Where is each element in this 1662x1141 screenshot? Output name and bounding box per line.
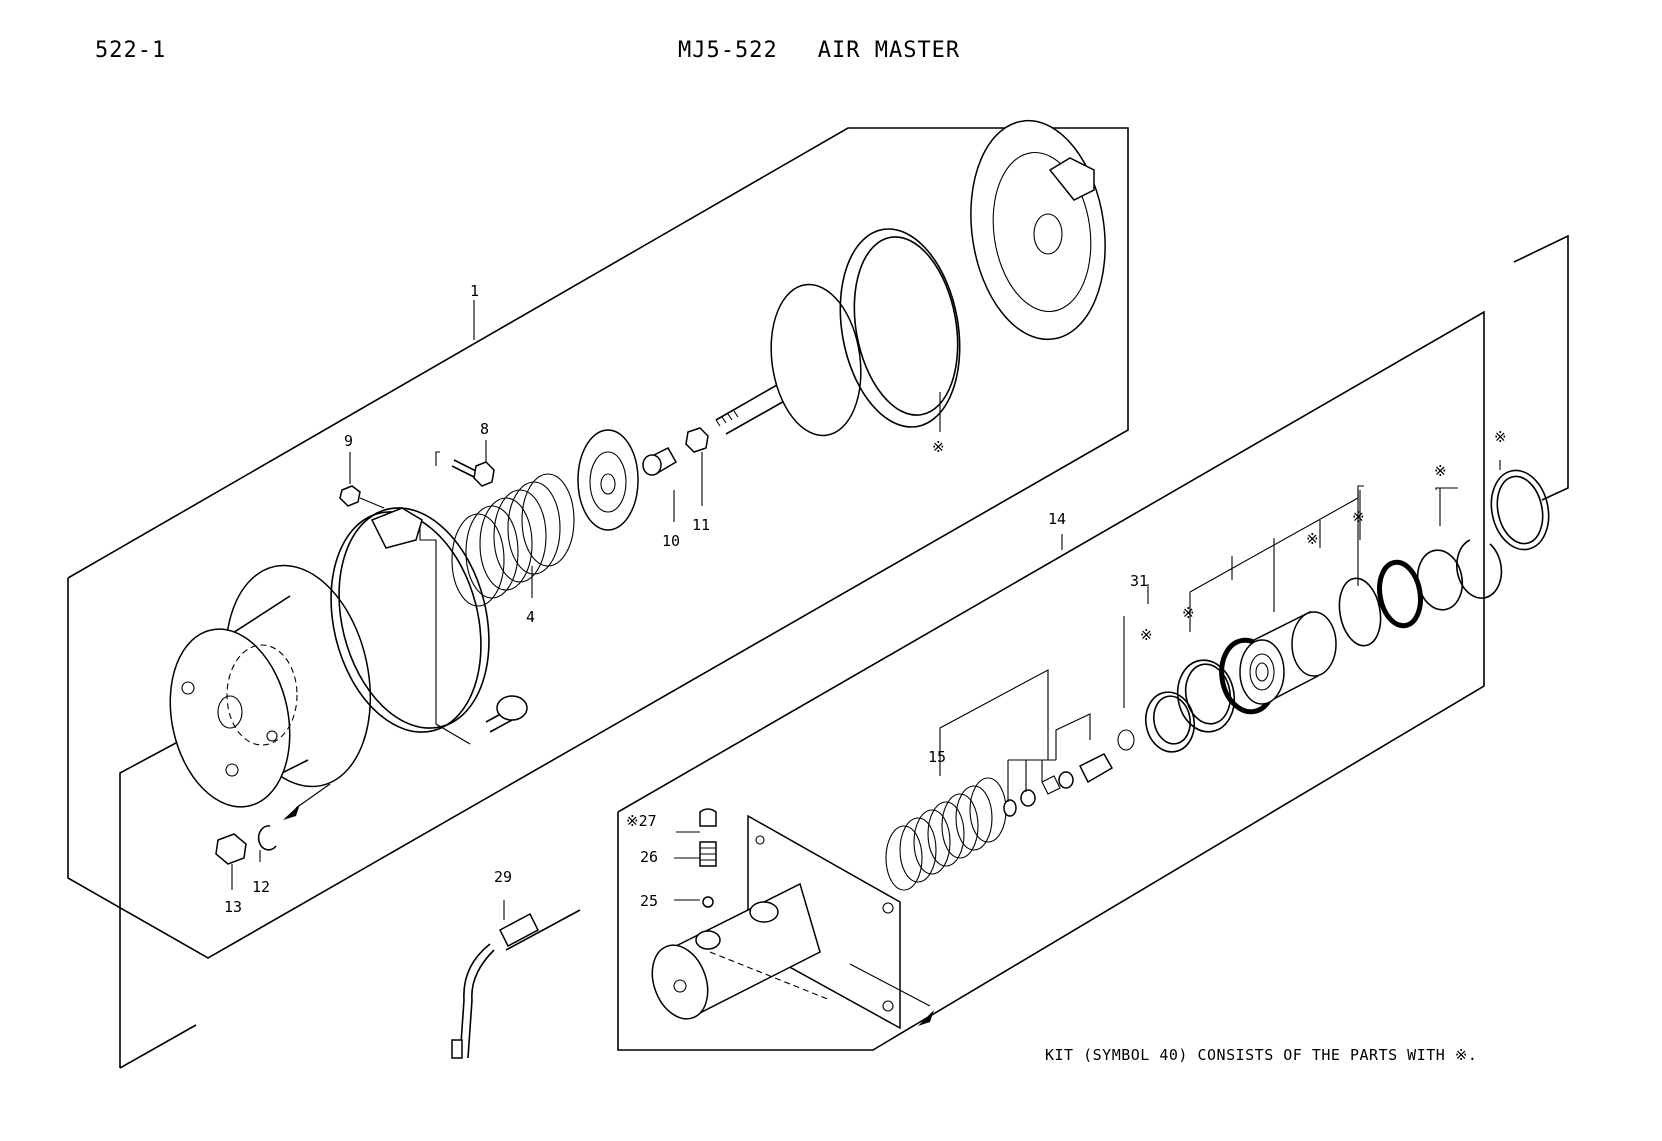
kit-footnote: KIT (SYMBOL 40) CONSISTS OF THE PARTS WI… — [1045, 1046, 1478, 1064]
callout-12: 12 — [252, 878, 270, 896]
front-housing — [169, 564, 372, 808]
lower-bolt — [485, 695, 528, 733]
o-ring-a-inner — [1184, 663, 1232, 725]
callout-29: 29 — [494, 868, 512, 886]
rear-cover — [970, 119, 1106, 341]
e-clip-12 — [257, 825, 277, 851]
spring-15 — [885, 777, 1007, 891]
diaphragm-gasket — [839, 228, 961, 428]
ring-31 — [1144, 691, 1196, 753]
kit-mark-seal-c: ※ — [1306, 530, 1319, 548]
ring-31-inner — [1152, 695, 1192, 745]
assembly-name: AIR MASTER — [817, 38, 961, 63]
callout-31: 31 — [1130, 572, 1148, 590]
seal-f — [1490, 469, 1550, 551]
washer-e — [1416, 549, 1464, 611]
model-code: MJ5-522 — [678, 38, 778, 63]
o-ring-a — [1176, 659, 1236, 733]
sensor-29 — [451, 909, 581, 1059]
seal-f-inner — [1496, 475, 1544, 545]
piston-plate — [577, 429, 639, 531]
kit-mark-oring-a: ※ — [1182, 604, 1195, 622]
leader-lines-14 — [503, 460, 1501, 1026]
callout-10: 10 — [662, 532, 680, 550]
cap-10 — [642, 447, 678, 476]
leader-lines-1 — [231, 300, 941, 890]
ball-25 — [702, 896, 714, 908]
callout-13: 13 — [224, 898, 242, 916]
piston-sleeve — [1239, 610, 1337, 706]
callout-25: 25 — [640, 892, 658, 910]
kit-mark-gasket: ※ — [932, 438, 945, 456]
callout-14: 14 — [1048, 510, 1066, 528]
callout-9: 9 — [344, 432, 353, 450]
callout-27: ※27 — [626, 812, 657, 830]
nut-9 — [339, 485, 361, 507]
leader-bracket-left-bottom — [119, 1024, 197, 1069]
kit-mark-seal-d: ※ — [1352, 508, 1365, 526]
kit-mark-seal-f: ※ — [1494, 428, 1507, 446]
valve-small-parts — [1003, 729, 1135, 817]
fitting-26 — [699, 841, 717, 867]
page-title: MJ5-522 AIR MASTER — [678, 38, 1000, 63]
bolt-8 — [451, 459, 495, 487]
nut-11 — [685, 427, 709, 453]
filter-27 — [699, 808, 717, 827]
cylinder-body — [651, 814, 901, 1030]
page-code: 522-1 — [95, 38, 167, 63]
callout-15: 15 — [928, 748, 946, 766]
assembly-14-boundary — [617, 310, 1485, 1051]
callout-11: 11 — [692, 516, 710, 534]
callout-labels: 1 9 8 4 10 11 12 13 14 15 31 25 26 ※27 2… — [224, 282, 1507, 916]
seal-c — [1338, 577, 1382, 647]
clamp-band — [330, 507, 490, 733]
snap-ring — [1456, 539, 1503, 599]
assembly-1-boundary — [67, 127, 1129, 959]
leader-bracket-right — [1513, 234, 1569, 501]
spring-4 — [451, 473, 575, 607]
kit-mark-31: ※ — [1140, 626, 1153, 644]
callout-1: 1 — [470, 282, 479, 300]
rod-diaphragm — [715, 283, 862, 437]
callout-4: 4 — [526, 608, 535, 626]
nut-13 — [215, 833, 247, 865]
callout-26: 26 — [640, 848, 658, 866]
kit-mark-snap-ring: ※ — [1434, 462, 1447, 480]
callout-8: 8 — [480, 420, 489, 438]
